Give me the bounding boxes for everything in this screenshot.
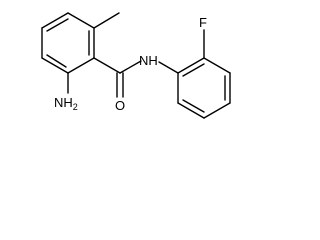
ring-a-bond <box>67 57 95 74</box>
carbonyl-bond <box>93 57 121 74</box>
amine-label-text: NH <box>54 95 73 110</box>
ring-b-bond <box>203 57 231 74</box>
carbonyl-oxygen-text: O <box>115 98 126 113</box>
fluorine-text: F <box>199 15 207 30</box>
carbonyl-oxygen-label: O <box>115 99 125 112</box>
structure-canvas: NH2 O NH F <box>0 0 250 147</box>
amide-nitrogen-suffix: H <box>148 53 158 68</box>
methyl-bond <box>93 12 120 29</box>
ring-a-double-bond <box>46 18 69 32</box>
ring-b-double-bond <box>182 99 205 113</box>
amine-label-subscript: 2 <box>72 102 78 112</box>
amide-nitrogen-label: NH <box>139 54 158 67</box>
n-aryl-bond <box>158 61 179 74</box>
fluorine-label: F <box>199 16 207 29</box>
ring-a-bond <box>67 12 95 29</box>
ring-a-bond <box>41 12 69 29</box>
ring-b-bond <box>203 102 231 119</box>
ring-a-double-bond <box>46 54 67 68</box>
amine-label: NH2 <box>54 96 78 112</box>
molecule-structure <box>41 12 231 119</box>
amide-bond <box>119 60 142 74</box>
ring-b-bond <box>177 102 205 119</box>
ring-a-bond <box>41 57 69 74</box>
amide-nitrogen-text: N <box>139 53 149 68</box>
ring-b-bond <box>177 57 205 74</box>
ring-b-double-bond <box>182 63 205 77</box>
